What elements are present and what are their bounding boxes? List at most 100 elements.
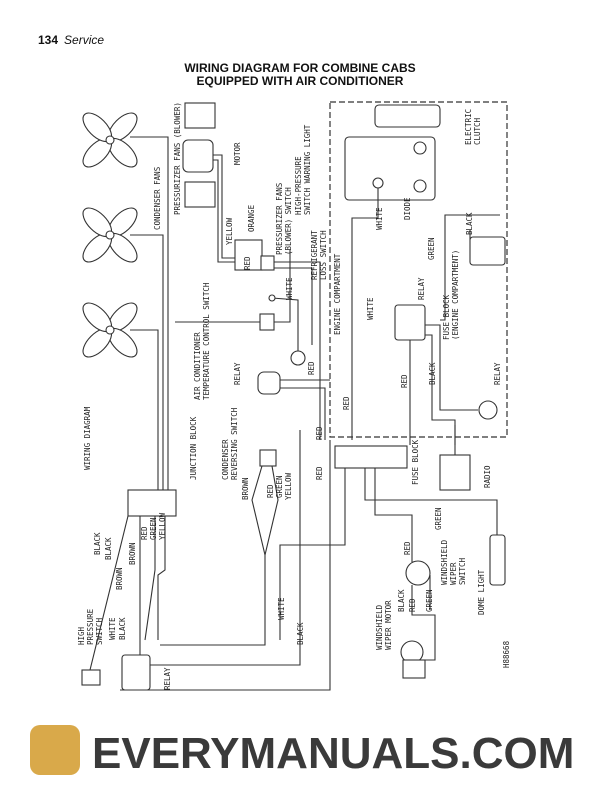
label-pressurizer-switch-2: (BLOWER) SWITCH [284,187,293,255]
watermark-logo-icon [30,725,80,775]
pressurizer-fans-switch[interactable] [260,255,275,271]
label-relay4: RELAY [163,667,172,690]
label-white4: WHITE [108,617,117,640]
windshield-wiper-switch[interactable] [405,560,431,586]
relay-motor [478,400,498,420]
label-pressurizer-fans: PRESSURIZER FANS (BLOWER) [173,102,182,215]
label-red5: RED [315,426,324,440]
label-brown2: BROWN [115,567,124,590]
label-black6: BLACK [296,622,305,645]
label-wiper-switch-3: SWITCH [458,557,467,585]
label-black7: BLACK [397,589,406,612]
dome-light[interactable] [489,534,506,586]
label-wiring-diagram: WIRING DIAGRAM [83,406,92,470]
label-black2: BLACK [428,362,437,385]
diagram-title: WIRING DIAGRAM FOR COMBINE CABS EQUIPPED… [150,62,450,88]
compressor-port [413,141,427,155]
label-hp-light-1: HIGH-PRESSURE [294,156,303,215]
switch-housing [234,239,263,271]
condenser-fans [82,112,138,358]
wires [411,575,436,661]
label-red1: RED [243,256,252,270]
diagram-labels: CONDENSER FANS PRESSURIZER FANS (BLOWER) M… [77,102,511,690]
refrigerant-warning-light [290,350,306,366]
fan-hub [105,230,115,240]
relay-engine[interactable] [394,304,426,341]
label-black3: BLACK [93,532,102,555]
label-pressurizer-switch-1: PRESSURIZER FANS [275,182,284,255]
fan-hub [105,135,115,145]
label-red10: RED [408,598,417,612]
label-red6: RED [315,466,324,480]
label-black1: BLACK [465,212,474,235]
wire-bundle [130,136,236,490]
page-number: 134 [38,33,59,47]
label-refrig-2: LOSS SWITCH [319,230,328,280]
label-hp-switch-1: HIGH [77,626,86,645]
label-dome-light: DOME LIGHT [477,569,486,615]
section-name: Service [64,33,105,47]
label-green3: GREEN [149,517,158,540]
engine-compartment-boundary [329,101,508,438]
fan-hub [105,325,115,335]
watermark: EVERYMANUALS.COM [30,725,574,778]
high-pressure-light [268,294,276,302]
label-yellow2: YELLOW [284,472,293,500]
blower-fan-1 [184,102,216,129]
page-header: 134 Service [38,33,104,47]
label-green5: GREEN [425,589,434,612]
label-wiper-motor-1: WINDSHIELD [375,604,384,650]
label-white1: WHITE [285,277,294,300]
temperature-control-switch[interactable] [259,313,275,331]
condenser-reversing-switch[interactable] [259,449,277,467]
label-fuse-engine-2: (ENGINE COMPARTMENT) [451,250,460,340]
wires [175,321,330,440]
label-red8: RED [140,526,149,540]
wires [89,430,331,691]
label-condenser-fans: CONDENSER FANS [153,166,162,230]
label-red4: RED [342,396,351,410]
compressor-port [413,179,427,193]
high-pressure-switch [81,669,101,686]
relay-junction[interactable] [121,654,151,691]
label-red7: RED [266,484,275,498]
wires [409,324,478,445]
label-fuse-block: FUSE BLOCK [411,439,420,485]
label-relay2: RELAY [417,277,426,300]
label-junction-block: JUNCTION BLOCK [189,416,198,480]
label-red2: RED [307,361,316,375]
label-condenser-rev-1: CONDENSER [221,439,230,480]
label-hp-light-2: SWITCH WARNING LIGHT [303,124,312,215]
label-refrig-1: REFRIGERANT [310,230,319,280]
wires [262,250,321,440]
blower-fan-2 [184,181,216,208]
label-black5: BLACK [118,617,127,640]
label-electric-clutch-2: CLUTCH [473,117,482,145]
label-yellow1: YELLOW [225,217,234,245]
junction-block [127,489,177,517]
label-ac-temp-1: AIR CONDITIONER [193,332,202,400]
label-yellow3: YELLOW [158,512,167,540]
compressor [344,136,436,201]
label-white2: WHITE [375,207,384,230]
label-electric-clutch-1: ELECTRIC [464,109,473,145]
label-wiper-motor-2: WIPER MOTOR [384,600,393,650]
label-condenser-rev-2: REVERSING SWITCH [230,407,239,480]
radio[interactable] [439,454,471,491]
label-wiper-switch-1: WINDSHIELD [440,539,449,585]
wires [279,425,498,640]
label-hp-switch-2: PRESSURE [86,608,95,645]
label-ac-temp-2: TEMPERATURE CONTROL SWITCH [202,282,211,400]
label-white5: WHITE [277,597,286,620]
diode [372,177,384,189]
label-white3: WHITE [366,297,375,320]
label-diode: DIODE [403,197,412,220]
fuse-block-engine [469,236,506,266]
label-fuse-engine-1: FUSE BLOCK [442,294,451,340]
label-engine-compartment: ENGINE COMPARTMENT [333,253,342,335]
label-motor: MOTOR [233,142,242,165]
label-relay1: RELAY [233,362,242,385]
blower-motor [182,139,214,173]
label-black4: BLACK [104,537,113,560]
